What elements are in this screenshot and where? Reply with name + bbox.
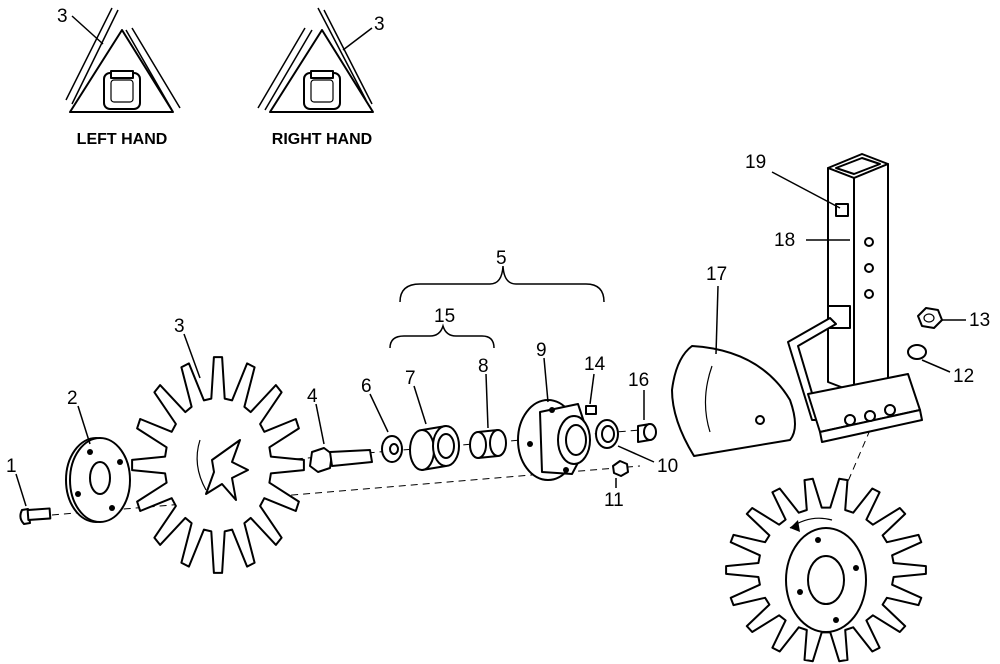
leader-19	[771, 171, 841, 209]
leader-17	[715, 285, 719, 355]
seal-part	[595, 419, 619, 449]
leader-12	[921, 359, 951, 373]
spike-wheel-assembled-hub	[785, 517, 867, 633]
hex-nut-part	[917, 307, 943, 329]
callout-18: 18	[774, 230, 795, 251]
bearing-part	[409, 425, 460, 471]
callout-2: 2	[67, 388, 78, 409]
grease-fitting-part	[585, 405, 597, 415]
group-bracket-15	[389, 323, 495, 349]
leader-9	[543, 357, 549, 403]
leader-10	[617, 445, 655, 463]
hub-flange-part	[65, 437, 131, 523]
callout-19: 19	[745, 152, 766, 173]
shield-part	[671, 345, 796, 457]
leader-1	[15, 473, 27, 507]
left-hand-caption: LEFT HAND	[77, 131, 168, 148]
bolt-part	[19, 507, 52, 525]
callout-5: 5	[496, 248, 507, 269]
right-hand-callout: 3	[374, 14, 385, 35]
nut-part	[612, 460, 629, 477]
left-hand-leader	[71, 15, 104, 45]
leader-3	[183, 333, 201, 379]
leader-14	[589, 373, 595, 405]
callout-13: 13	[969, 310, 990, 331]
spacer-part	[469, 429, 507, 459]
bushing-part	[637, 423, 657, 443]
mounting-post-part	[787, 153, 923, 443]
callout-9: 9	[536, 340, 547, 361]
callout-16: 16	[628, 370, 649, 391]
hub-housing-part	[517, 399, 591, 481]
spike-wheel-hub	[196, 439, 249, 501]
left-hand-callout: 3	[57, 6, 68, 27]
right-hand-leader	[342, 27, 373, 51]
leader-7	[413, 385, 427, 425]
group-bracket-5	[399, 265, 605, 303]
right-hand-caption: RIGHT HAND	[272, 131, 372, 148]
callout-6: 6	[361, 376, 372, 397]
callout-7: 7	[405, 368, 416, 389]
callout-11: 11	[604, 490, 624, 511]
leader-2	[77, 405, 91, 445]
callout-17: 17	[706, 264, 727, 285]
callout-12: 12	[953, 366, 974, 387]
leader-4	[315, 403, 325, 445]
callout-3: 3	[174, 316, 185, 337]
left-hand-symbol	[65, 7, 181, 113]
leader-6	[369, 393, 389, 433]
leader-8	[485, 373, 489, 429]
callout-1: 1	[6, 456, 17, 477]
lock-washer-part	[907, 344, 927, 360]
callout-8: 8	[478, 356, 489, 377]
callout-14: 14	[584, 354, 606, 375]
callout-15: 15	[434, 306, 455, 327]
callout-4: 4	[307, 386, 318, 407]
axle-bolt-part	[309, 447, 373, 473]
callout-10: 10	[657, 456, 678, 477]
washer-part	[381, 435, 403, 463]
right-hand-symbol	[257, 7, 374, 113]
